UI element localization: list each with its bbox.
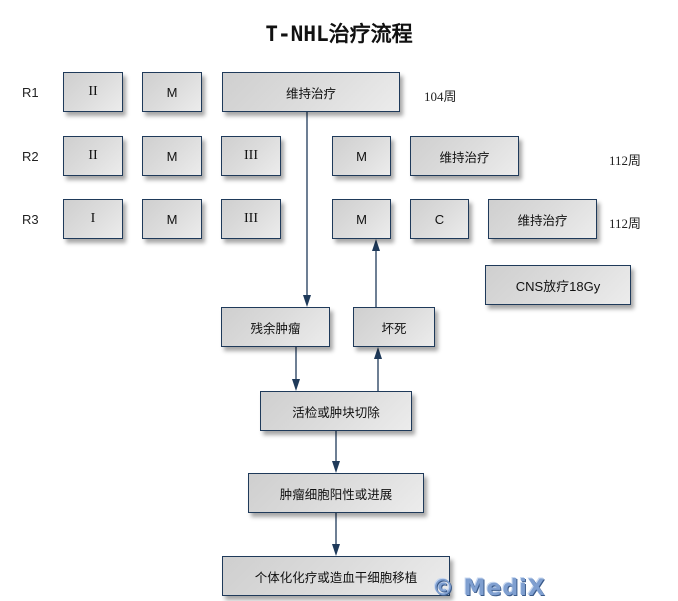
arrow-maintenance-to-residual — [303, 112, 311, 307]
r1-box-maintenance: 维持治疗 — [222, 72, 400, 112]
row-label-r1: R1 — [22, 85, 39, 100]
residual-tumor-box: 残余肿瘤 — [221, 307, 330, 347]
arrow-positive-to-individual — [332, 513, 340, 556]
r1-box-m: M — [142, 72, 202, 112]
positive-progression-box: 肿瘤细胞阳性或进展 — [248, 473, 424, 513]
arrow-necrosis-to-m — [372, 239, 380, 307]
diagram-title: T-NHL治疗流程 — [265, 22, 413, 46]
arrow-biopsy-to-positive — [332, 431, 340, 473]
row-label-r3: R3 — [22, 212, 39, 227]
r2-box-maintenance: 维持治疗 — [410, 136, 519, 176]
cns-radiotherapy-box: CNS放疗18Gy — [485, 265, 631, 305]
watermark: © MediX — [432, 576, 546, 601]
r3-box-maintenance: 维持治疗 — [488, 199, 597, 239]
individualized-therapy-box: 个体化化疗或造血干细胞移植 — [222, 556, 450, 596]
r3-box-m2: M — [332, 199, 391, 239]
r3-box-i: I — [63, 199, 123, 239]
necrosis-box: 坏死 — [353, 307, 435, 347]
biopsy-resection-box: 活检或肿块切除 — [260, 391, 412, 431]
r2-box-m: M — [142, 136, 202, 176]
arrow-biopsy-to-necrosis — [374, 347, 382, 391]
r1-duration: 104周 — [424, 89, 457, 104]
row-label-r2: R2 — [22, 149, 39, 164]
r2-box-m2: M — [332, 136, 391, 176]
r3-box-m: M — [142, 199, 202, 239]
r2-box-ii: II — [63, 136, 123, 176]
r3-box-iii: III — [221, 199, 281, 239]
arrow-residual-to-biopsy — [292, 347, 300, 391]
r2-box-iii: III — [221, 136, 281, 176]
r3-box-c: C — [410, 199, 469, 239]
r1-box-ii: II — [63, 72, 123, 112]
r2-duration: 112周 — [609, 153, 642, 168]
r3-duration: 112周 — [609, 216, 642, 231]
